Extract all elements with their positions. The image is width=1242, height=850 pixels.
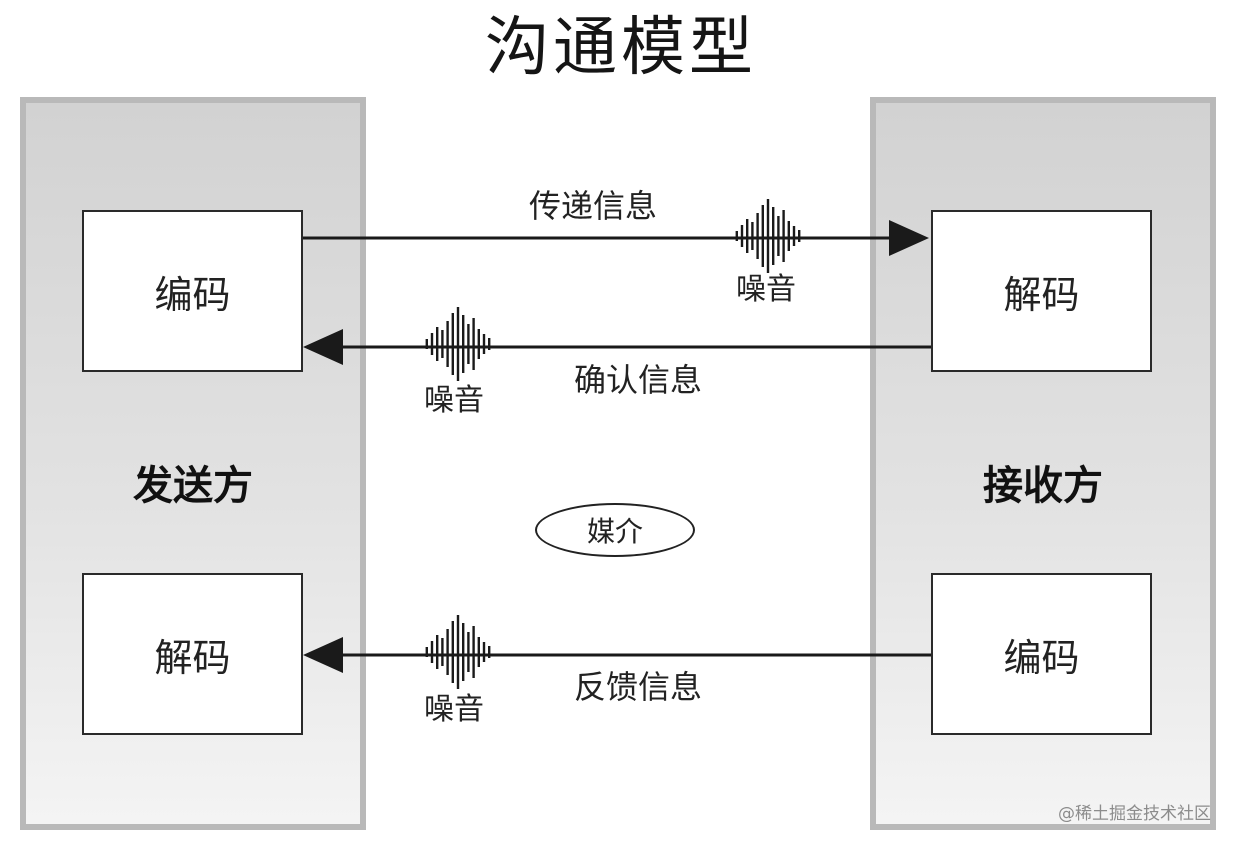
- receiver-label: 接收方: [983, 463, 1103, 509]
- receiver-encode-box: 编码: [931, 573, 1152, 735]
- confirm-arrowhead: [303, 329, 343, 365]
- feedback-arrowhead: [303, 637, 343, 673]
- confirm-label: 确认信息: [574, 361, 703, 399]
- sender-label: 发送方: [133, 463, 253, 509]
- sender-decode-box: 解码: [82, 573, 303, 735]
- feedback-label: 反馈信息: [574, 668, 703, 706]
- noise-label: 噪音: [736, 272, 796, 307]
- noise-waveform-icon: [425, 615, 491, 689]
- medium-ellipse: 媒介: [535, 503, 695, 557]
- medium-label: 媒介: [586, 515, 643, 548]
- transmit-arrowhead: [889, 220, 929, 256]
- noise-label: 噪音: [424, 383, 484, 418]
- watermark: @稀土掘金技术社区: [1058, 804, 1211, 824]
- noise-waveform-icon: [735, 199, 801, 273]
- noise-label: 噪音: [424, 692, 484, 727]
- diagram-title: 沟通模型: [485, 11, 757, 85]
- sender-encode-box: 编码: [82, 210, 303, 372]
- noise-waveform-icon: [425, 307, 491, 381]
- transmit-label: 传递信息: [529, 187, 658, 225]
- receiver-decode-box: 解码: [931, 210, 1152, 372]
